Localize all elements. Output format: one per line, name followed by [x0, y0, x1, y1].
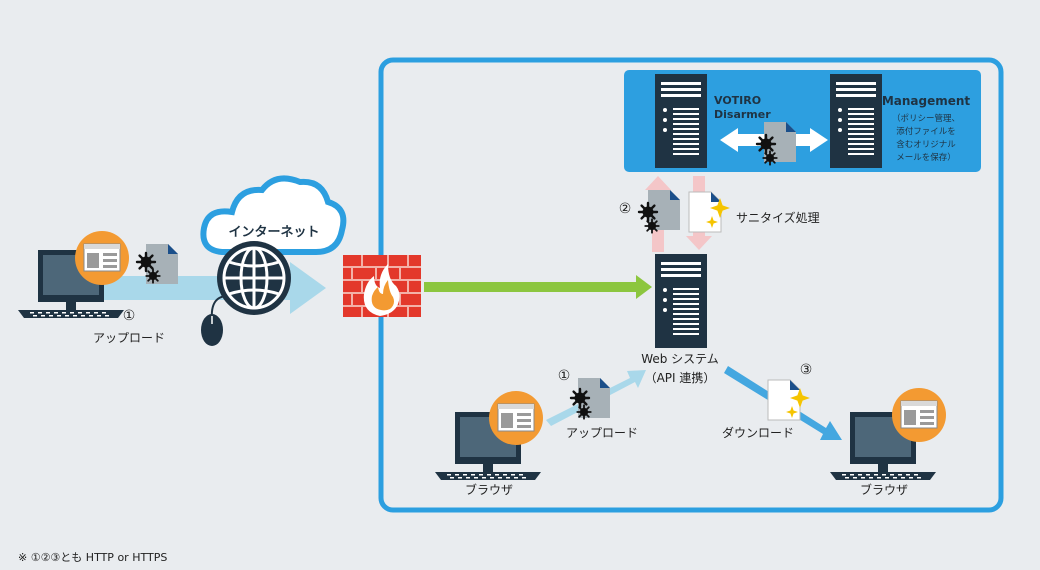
virus-icon: [637, 201, 659, 223]
votiro-server-icon: [655, 74, 707, 168]
upload-left-number: ①: [123, 308, 136, 324]
management-note-4: メールを保存）: [896, 152, 956, 163]
green-arrow: [424, 275, 652, 299]
management-note-1: （ポリシー管理、: [892, 113, 960, 124]
web-system-server-icon: [655, 254, 707, 348]
virus-icon: [755, 133, 777, 155]
virus-icon: [145, 268, 161, 284]
sanitize-number: ②: [619, 201, 632, 217]
left-upload-arrow: [100, 262, 326, 314]
virus-icon: [644, 218, 660, 234]
left-browser-window-icon: [74, 230, 130, 286]
virus-icon: [576, 404, 592, 420]
management-note-3: 含むオリジナル: [896, 139, 956, 150]
management-note-2: 添付ファイルを: [896, 126, 956, 137]
inner-right-browser-window-icon: [891, 387, 947, 443]
management-label: Management: [882, 94, 971, 108]
votiro-label-line2: Disarmer: [714, 108, 771, 121]
sanitize-label: サニタイズ処理: [736, 210, 820, 225]
mouse-icon: [201, 295, 229, 346]
upload-inner-label: アップロード: [566, 426, 638, 440]
votiro-panel: [624, 70, 981, 172]
upload-inner-number: ①: [558, 368, 571, 384]
virus-icon: [135, 251, 157, 273]
votiro-label-line1: VOTIRO: [714, 94, 761, 107]
download-label: ダウンロード: [722, 425, 794, 440]
management-server-icon: [830, 74, 882, 168]
sanitize-clean-file-icon: [688, 191, 722, 233]
web-system-label-1: Web システム: [641, 352, 719, 366]
download-clean-file-icon: [767, 379, 801, 421]
virus-icon: [569, 387, 591, 409]
fire-icon: [363, 264, 400, 316]
internet-label: インターネット: [228, 225, 319, 240]
cloud-icon: [200, 175, 347, 255]
web-system-label-2: （API 連携）: [645, 370, 716, 385]
virus-icon: [762, 150, 778, 166]
browser-right-label: ブラウザ: [860, 482, 908, 497]
browser-left-label: ブラウザ: [465, 482, 513, 497]
footnote: ※ ①②③とも HTTP or HTTPS: [18, 551, 167, 564]
inner-left-browser-window-icon: [488, 390, 544, 446]
upload-left-label: アップロード: [93, 331, 165, 345]
globe-icon: [217, 241, 291, 315]
download-number: ③: [800, 362, 813, 378]
